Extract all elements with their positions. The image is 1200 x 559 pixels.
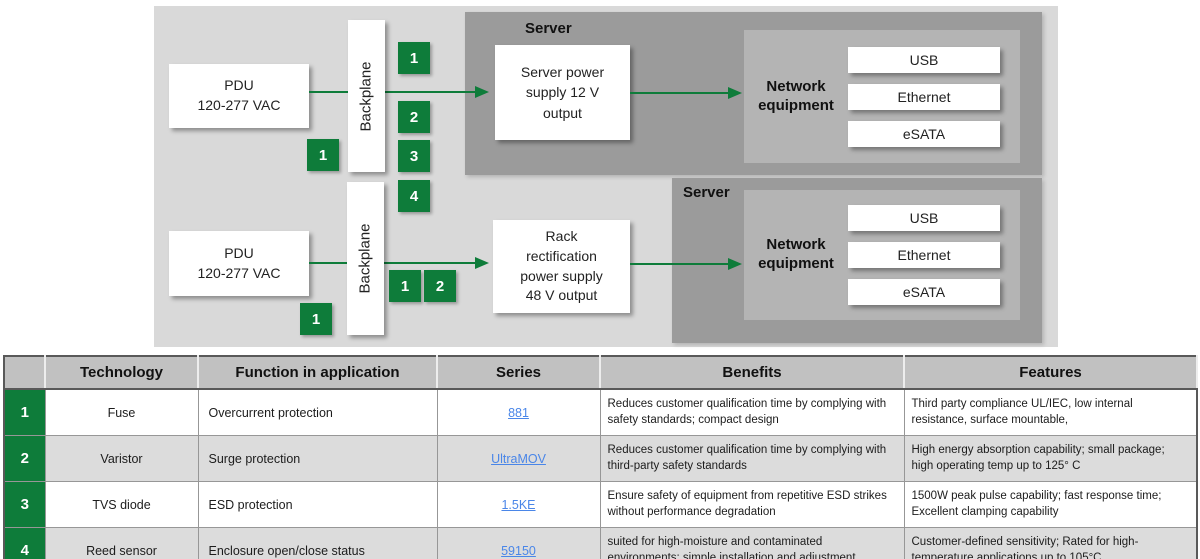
technology-cell: TVS diode xyxy=(44,481,199,528)
features-cell: High energy absorption capability; small… xyxy=(903,435,1198,482)
features-cell: Customer-defined sensitivity; Rated for … xyxy=(903,527,1198,559)
flow-line-rack-to-network xyxy=(630,263,729,265)
network-equipment-label-2: Network equipment xyxy=(758,236,834,272)
badge-fuse-1: 1 xyxy=(307,139,339,171)
server-label-1: Server xyxy=(525,20,572,37)
components-table-wrap: Technology Function in application Serie… xyxy=(3,355,1198,559)
benefits-cell: Ensure safety of equipment from repetiti… xyxy=(599,481,905,528)
series-cell: 881 xyxy=(436,388,601,436)
function-cell: Overcurrent protection xyxy=(197,388,438,436)
series-cell: UltraMOV xyxy=(436,435,601,482)
function-cell: ESD protection xyxy=(197,481,438,528)
network-equipment-box-1: Network equipment USB Ethernet eSATA xyxy=(744,30,1020,163)
network-equipment-label-1: Network equipment xyxy=(758,77,834,114)
arrowhead-supply1 xyxy=(475,86,489,98)
network-equipment-box-2: Network equipment USB Ethernet eSATA xyxy=(744,190,1020,320)
badge-column-2: 2 xyxy=(398,101,430,133)
port-list-2: USB Ethernet eSATA xyxy=(848,205,1000,305)
row-number-badge: 4 xyxy=(3,527,46,559)
table-row: 2 Varistor Surge protection UltraMOV Red… xyxy=(3,435,1198,482)
column-header-series: Series xyxy=(436,356,601,390)
table-row: 4 Reed sensor Enclosure open/close statu… xyxy=(3,527,1198,559)
badge-column-1: 1 xyxy=(398,42,430,74)
pdu-box-1: PDU 120-277 VAC xyxy=(169,64,309,128)
row-number-badge: 2 xyxy=(3,435,46,482)
esata-port-box: eSATA xyxy=(848,279,1000,305)
technology-cell: Reed sensor xyxy=(44,527,199,559)
arrowhead-rack xyxy=(475,257,489,269)
benefits-cell: Reduces customer qualification time by c… xyxy=(599,388,905,436)
series-link-ultramov[interactable]: UltraMOV xyxy=(491,451,546,466)
column-header-features: Features xyxy=(903,356,1198,390)
features-cell: 1500W peak pulse capability; fast respon… xyxy=(903,481,1198,528)
badge-fuse-2: 1 xyxy=(300,303,332,335)
badge-row2-2: 2 xyxy=(424,270,456,302)
components-table: Technology Function in application Serie… xyxy=(3,355,1198,559)
badge-column-3: 3 xyxy=(398,140,430,172)
flow-line-pdu2-to-rack xyxy=(309,262,477,264)
badge-row2-1: 1 xyxy=(389,270,421,302)
benefits-cell: suited for high-moisture and contaminate… xyxy=(599,527,905,559)
pdu-box-2: PDU 120-277 VAC xyxy=(169,231,309,296)
row-number-badge: 3 xyxy=(3,481,46,528)
table-row: 1 Fuse Overcurrent protection 881 Reduce… xyxy=(3,388,1198,436)
column-header-function: Function in application xyxy=(197,356,438,390)
flow-line-pdu1-to-supply xyxy=(309,91,477,93)
column-header-benefits: Benefits xyxy=(599,356,905,390)
rack-rectification-box: Rack rectification power supply 48 V out… xyxy=(493,220,630,313)
series-link-15ke[interactable]: 1.5KE xyxy=(501,497,536,512)
server-power-supply-box: Server power supply 12 V output xyxy=(495,45,630,140)
flow-line-supply1-to-network xyxy=(630,92,729,94)
arrowhead-network1 xyxy=(728,87,742,99)
series-link-881[interactable]: 881 xyxy=(508,405,529,420)
backplane-box-1: Backplane xyxy=(348,20,385,172)
function-cell: Enclosure open/close status xyxy=(197,527,438,559)
server-label-2: Server xyxy=(683,184,730,201)
column-header-technology: Technology xyxy=(44,356,199,390)
table-header-row: Technology Function in application Serie… xyxy=(4,356,1198,390)
usb-port-box: USB xyxy=(848,46,1000,73)
technology-cell: Fuse xyxy=(44,388,199,436)
features-cell: Third party compliance UL/IEC, low inter… xyxy=(903,388,1198,436)
backplane-box-2: Backplane xyxy=(347,182,384,335)
esata-port-box: eSATA xyxy=(848,120,1000,147)
benefits-cell: Reduces customer qualification time by c… xyxy=(599,435,905,482)
function-cell: Surge protection xyxy=(197,435,438,482)
column-header-number xyxy=(4,356,46,390)
port-list-1: USB Ethernet eSATA xyxy=(848,46,1000,147)
ethernet-port-box: Ethernet xyxy=(848,83,1000,110)
badge-column-4: 4 xyxy=(398,180,430,212)
ethernet-port-box: Ethernet xyxy=(848,242,1000,268)
usb-port-box: USB xyxy=(848,205,1000,231)
series-link-59150[interactable]: 59150 xyxy=(501,543,536,558)
series-cell: 59150 xyxy=(436,527,601,559)
row-number-badge: 1 xyxy=(3,388,46,436)
series-cell: 1.5KE xyxy=(436,481,601,528)
technology-cell: Varistor xyxy=(44,435,199,482)
arrowhead-network2 xyxy=(728,258,742,270)
table-row: 3 TVS diode ESD protection 1.5KE Ensure … xyxy=(3,481,1198,528)
